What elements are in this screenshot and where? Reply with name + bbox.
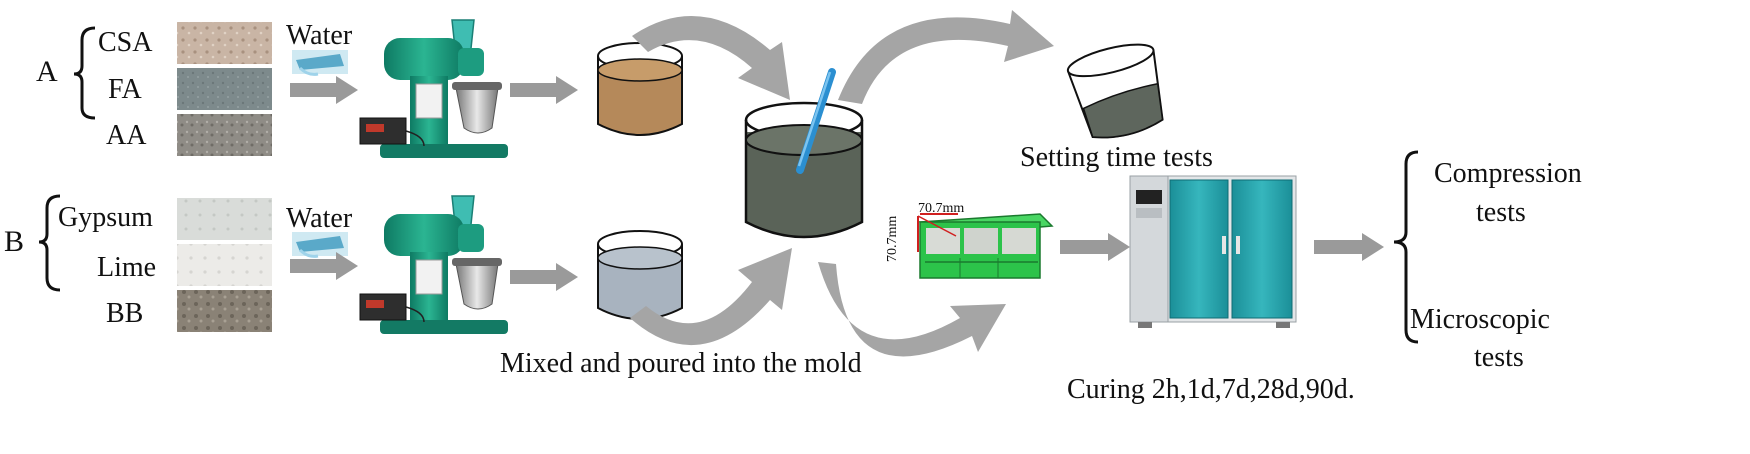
material-fa-label: FA: [108, 74, 142, 105]
mixer-b: [359, 195, 509, 335]
curved-arrow-b-to-mix: [630, 248, 792, 346]
water-pour-icon-b: [292, 232, 348, 258]
tests-bracket: [1393, 150, 1419, 344]
mixing-beaker: [744, 68, 864, 239]
curved-arrow-to-setting: [838, 10, 1054, 104]
curved-arrow-a-to-mix: [632, 16, 790, 101]
compression-tests-line2: tests: [1476, 197, 1526, 228]
lime-swatch: [177, 244, 272, 286]
material-csa-label: CSA: [98, 27, 153, 58]
setting-time-beaker: [1066, 43, 1164, 139]
microscopic-tests-line2: tests: [1474, 342, 1524, 373]
group-b-label: B: [4, 225, 25, 258]
bb-swatch: [177, 290, 272, 332]
bracket-a: [73, 26, 96, 120]
fa-swatch: [177, 68, 272, 110]
beaker-a: [597, 42, 683, 136]
microscopic-tests-line1: Microscopic: [1410, 304, 1550, 335]
arrow-mold-to-cabinet: [1060, 233, 1130, 261]
cube-mold: [917, 213, 1054, 279]
setting-time-caption: Setting time tests: [1020, 142, 1213, 173]
mold-height-label: 70.7mm: [885, 215, 900, 262]
mold-length-label: 70.7mm: [918, 201, 965, 216]
water-pour-icon-a: [292, 50, 348, 76]
water-label-a: Water: [286, 20, 353, 51]
gypsum-swatch: [177, 198, 272, 240]
aa-swatch: [177, 114, 272, 156]
material-lime-label: Lime: [97, 252, 157, 283]
arrow-a-to-mixer: [290, 76, 358, 104]
water-label-b: Water: [286, 203, 353, 234]
mixed-poured-caption: Mixed and poured into the mold: [500, 348, 862, 379]
curing-caption: Curing 2h,1d,7d,28d,90d.: [1067, 374, 1355, 405]
mixer-a: [359, 19, 509, 159]
curing-cabinet: [1129, 175, 1297, 328]
compression-tests-line1: Compression: [1434, 158, 1582, 189]
arrow-b-to-mixer: [290, 252, 358, 280]
arrow-mixer-a-to-beaker: [510, 76, 578, 104]
beaker-b: [597, 230, 683, 320]
group-a-label: A: [36, 55, 58, 88]
material-bb-label: BB: [106, 298, 144, 329]
material-aa-label: AA: [106, 120, 147, 151]
csa-swatch: [177, 22, 272, 64]
curved-arrow-to-mold: [818, 262, 1006, 357]
bracket-b: [38, 194, 61, 292]
material-gypsum-label: Gypsum: [58, 202, 153, 233]
arrow-mixer-b-to-beaker: [510, 263, 578, 291]
arrow-cabinet-to-tests: [1314, 233, 1384, 261]
